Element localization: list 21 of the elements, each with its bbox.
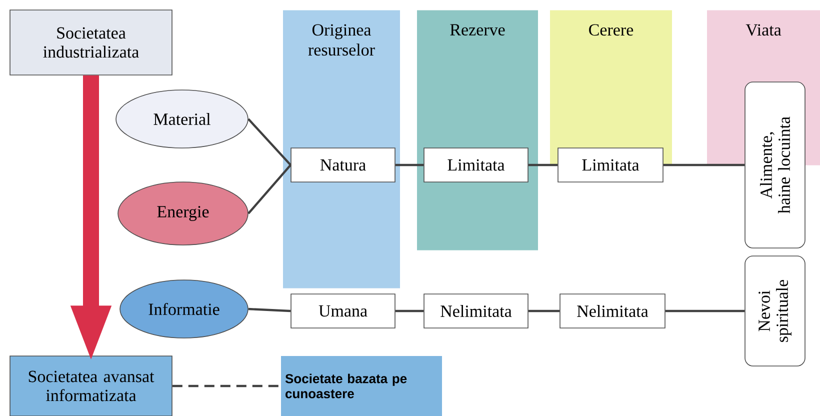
value-box: Limitata bbox=[424, 148, 528, 182]
connector-line bbox=[248, 118, 292, 166]
value-box: Nelimitata bbox=[560, 294, 666, 328]
value-box: Limitata bbox=[558, 148, 664, 182]
connector-line bbox=[248, 308, 291, 312]
connector-line bbox=[528, 310, 560, 312]
dashed-line bbox=[172, 384, 281, 388]
value-box: Umana bbox=[290, 294, 396, 328]
rounded-box: Alimente, haine locuinta bbox=[744, 82, 806, 248]
connector-line bbox=[395, 164, 424, 166]
connector-line bbox=[663, 164, 745, 166]
connector-line bbox=[665, 310, 745, 312]
connector-line bbox=[248, 164, 292, 214]
result-box: Societate bazata pe cunoastere bbox=[281, 356, 442, 416]
connector-line bbox=[528, 164, 558, 166]
connector-line bbox=[395, 310, 424, 312]
rounded-box: Nevoi spirituale bbox=[744, 256, 806, 366]
title-box: Societatea industrializata bbox=[10, 10, 172, 76]
result-box: Societatea avansat informatizata bbox=[10, 356, 172, 416]
value-box: Nelimitata bbox=[424, 294, 528, 328]
value-box: Natura bbox=[290, 148, 396, 182]
